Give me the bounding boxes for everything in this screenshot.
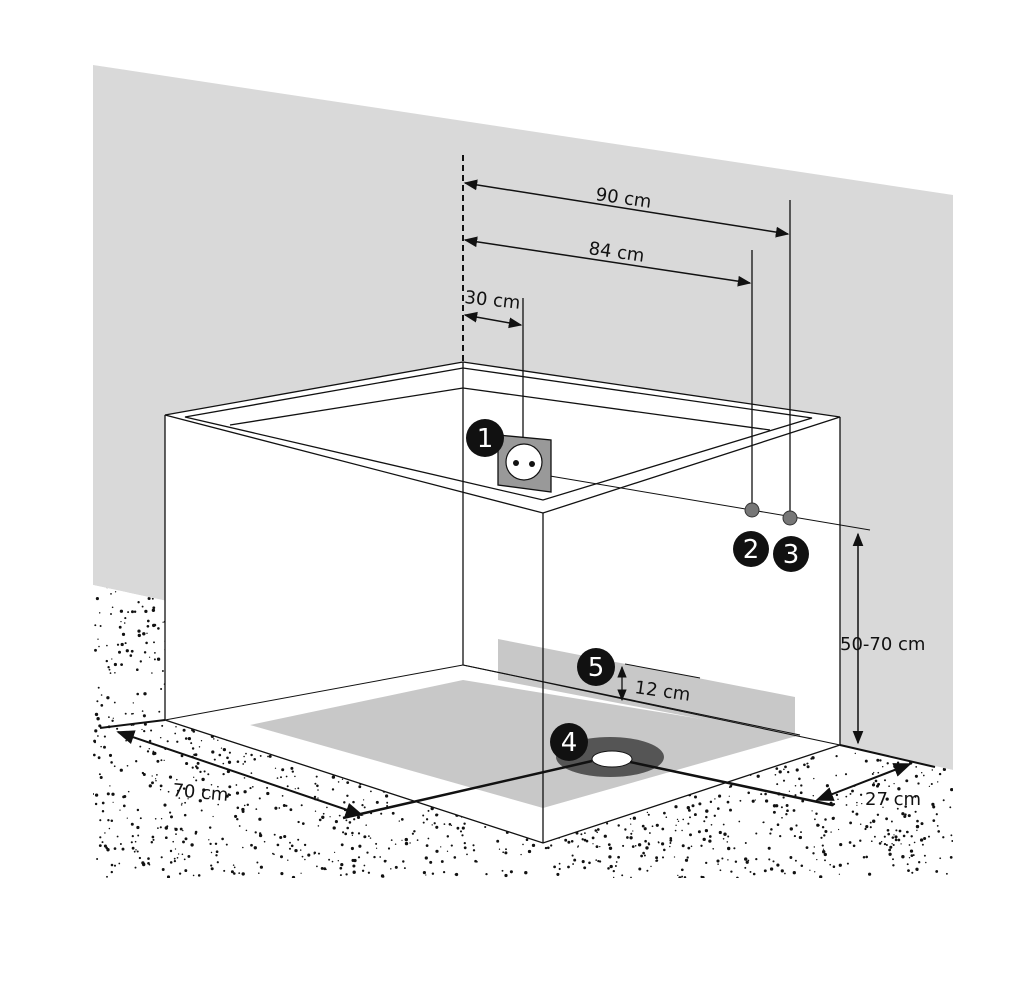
svg-text:1: 1 (477, 424, 494, 454)
label-27cm: 27 cm (865, 789, 921, 810)
svg-text:3: 3 (783, 540, 800, 570)
water-connector-3 (782, 510, 798, 526)
marker-1: 1 (466, 419, 504, 457)
svg-text:2: 2 (743, 535, 760, 565)
svg-text:5: 5 (588, 653, 605, 683)
marker-5: 5 (577, 648, 615, 686)
label-50-70cm: 50-70 cm (840, 634, 925, 655)
svg-text:4: 4 (561, 728, 578, 758)
base-back-edge (462, 664, 841, 746)
dim-arrow-84 (463, 236, 752, 287)
label-70cm: 70 cm (172, 780, 230, 806)
height-reference-line (549, 475, 871, 531)
marker-2: 2 (733, 531, 769, 567)
drain-hole (591, 750, 633, 768)
dim-arrow-90 (463, 179, 790, 238)
drain-depth-line (342, 759, 593, 820)
wall-floor-line (839, 744, 936, 768)
back-panel (498, 639, 795, 737)
dim-arrow-27 (815, 763, 912, 801)
left-floor-line (99, 719, 166, 729)
panel-top-line (624, 663, 701, 679)
shower-tray (250, 680, 800, 808)
drain-offset-line (629, 760, 833, 807)
water-connector-2 (744, 502, 760, 518)
dim-arrow-30 (463, 311, 523, 329)
power-socket-icon (497, 434, 552, 493)
marker-4: 4 (550, 723, 588, 761)
dim-arrow-70 (116, 730, 364, 817)
cabin-edges (164, 361, 841, 844)
tray-left-edge (164, 664, 464, 721)
marker-3: 3 (773, 536, 809, 572)
